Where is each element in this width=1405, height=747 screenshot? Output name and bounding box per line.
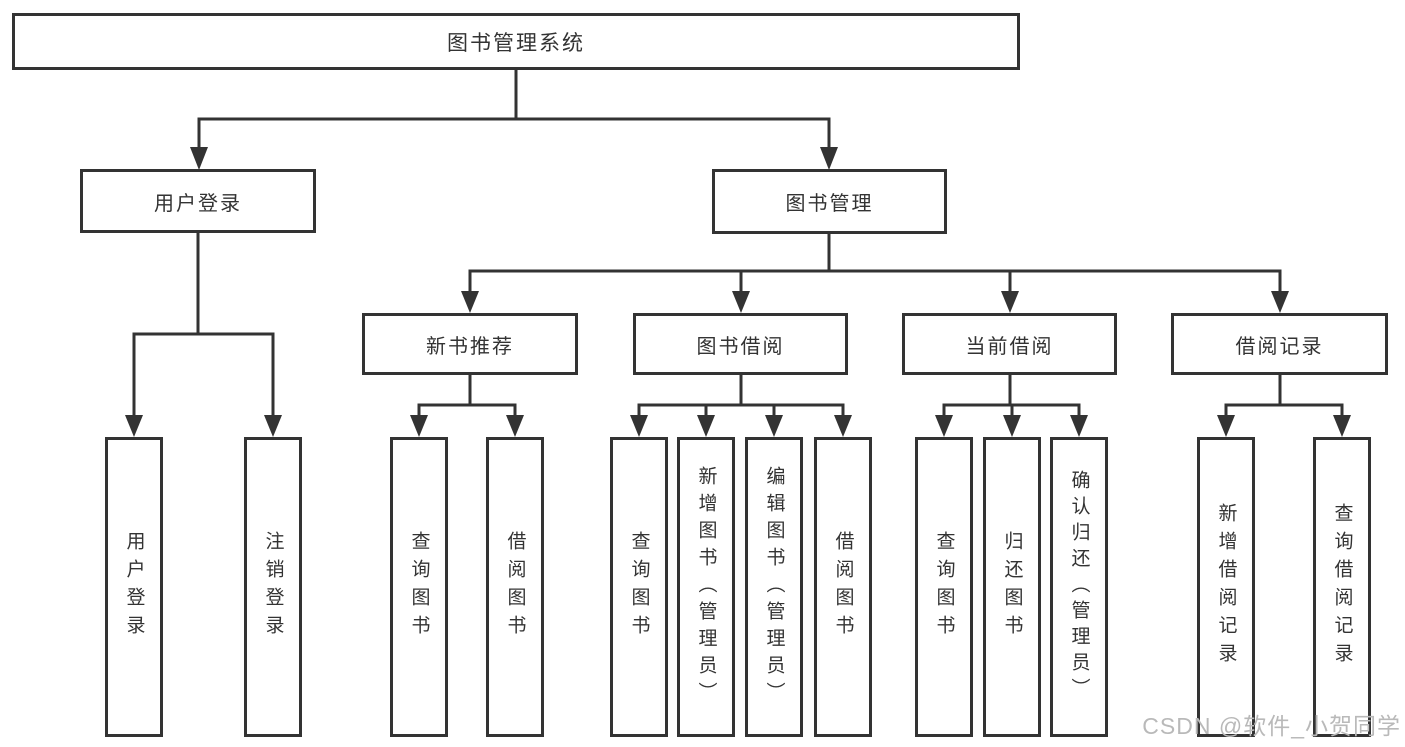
node-label: 注销登录 — [262, 531, 284, 643]
leaf-add-borrow-record: 新增借阅记录 — [1197, 437, 1255, 737]
node-borrowing-records: 借阅记录 — [1171, 313, 1388, 375]
leaf-edit-book-admin: 编辑图书（管理员） — [745, 437, 803, 737]
csdn-watermark: CSDN @软件_小贺同学 — [1142, 713, 1401, 739]
node-current-borrowing: 当前借阅 — [902, 313, 1117, 375]
leaf-borrow-book-1: 借阅图书 — [486, 437, 544, 737]
leaf-borrow-book-2: 借阅图书 — [814, 437, 872, 737]
node-library-management-system: 图书管理系统 — [12, 13, 1020, 70]
node-label: 新增借阅记录 — [1215, 503, 1237, 671]
node-label: 新增图书（管理员） — [695, 465, 717, 709]
node-label: 图书管理 — [785, 193, 874, 215]
node-label: 确认归还（管理员） — [1068, 470, 1090, 704]
node-label: 图书管理系统 — [447, 31, 585, 55]
node-label: 查询图书 — [628, 531, 650, 643]
node-label: 查询图书 — [933, 531, 955, 643]
leaf-add-book-admin: 新增图书（管理员） — [677, 437, 735, 737]
leaf-return-book: 归还图书 — [983, 437, 1041, 737]
leaf-query-book-2: 查询图书 — [610, 437, 668, 737]
node-label: 编辑图书（管理员） — [763, 465, 785, 709]
node-new-book-recommend: 新书推荐 — [362, 313, 578, 375]
node-user-login: 用户登录 — [80, 169, 316, 233]
node-label: 新书推荐 — [426, 335, 514, 358]
node-label: 借阅记录 — [1235, 335, 1324, 358]
node-label: 用户登录 — [154, 192, 242, 215]
node-label: 查询借阅记录 — [1331, 503, 1353, 671]
node-label: 借阅图书 — [832, 531, 854, 643]
node-label: 查询图书 — [408, 531, 430, 643]
node-label: 归还图书 — [1001, 531, 1023, 643]
node-label: 借阅图书 — [504, 531, 526, 643]
leaf-user-login: 用户登录 — [105, 437, 163, 737]
leaf-confirm-return-admin: 确认归还（管理员） — [1050, 437, 1108, 737]
leaf-query-book-1: 查询图书 — [390, 437, 448, 737]
leaf-logout: 注销登录 — [244, 437, 302, 737]
node-label: 图书借阅 — [696, 335, 785, 358]
leaf-query-borrow-record: 查询借阅记录 — [1313, 437, 1371, 737]
leaf-query-book-3: 查询图书 — [915, 437, 973, 737]
node-book-borrowing: 图书借阅 — [633, 313, 848, 375]
node-label: 用户登录 — [123, 531, 145, 643]
node-label: 当前借阅 — [965, 335, 1054, 358]
node-book-management: 图书管理 — [712, 169, 947, 234]
